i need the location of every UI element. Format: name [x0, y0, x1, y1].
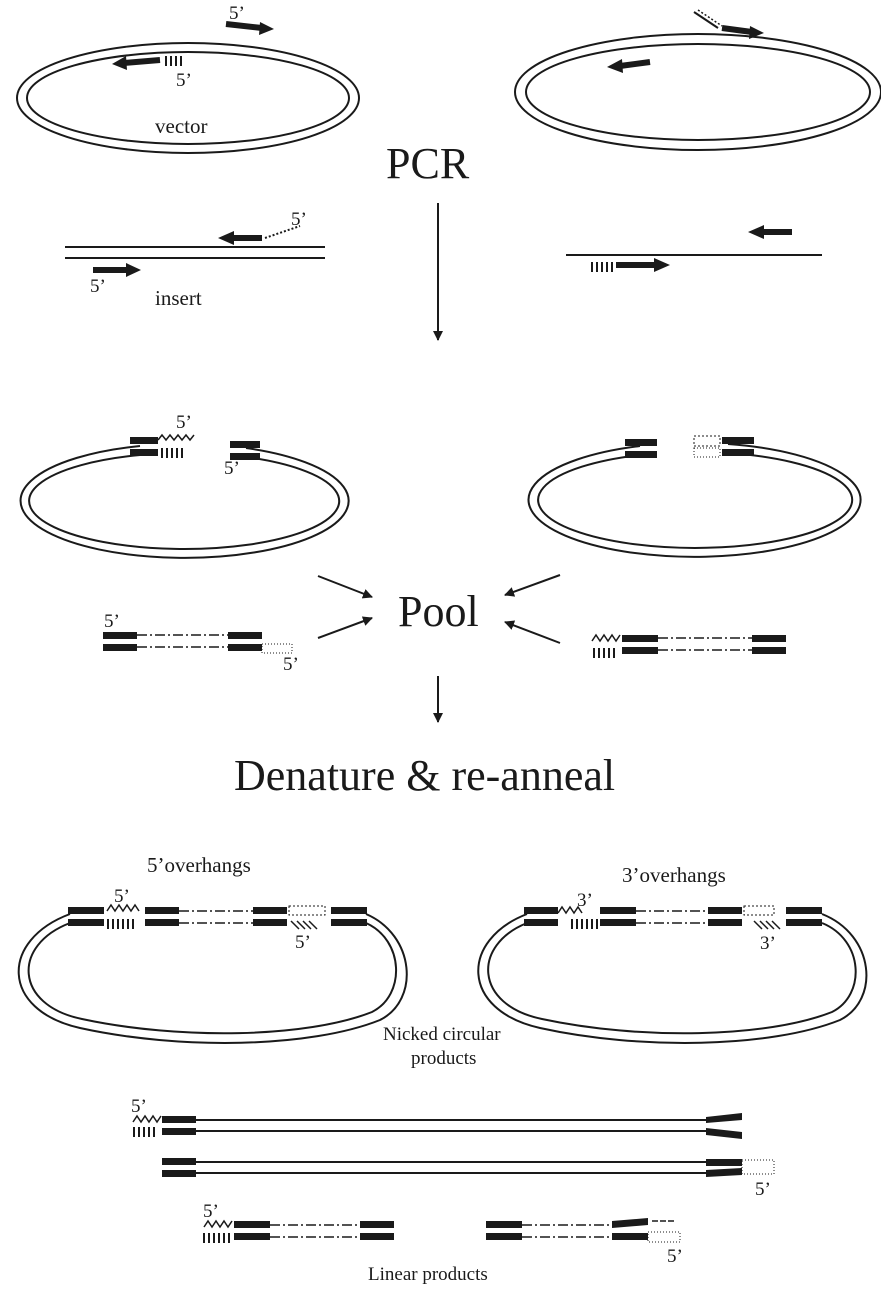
linear-products-label: Linear products: [368, 1264, 488, 1285]
linear-product-short-right: [486, 1218, 681, 1243]
nicked-circular-label: products: [411, 1048, 476, 1069]
primer-forward-arrow: [93, 263, 141, 277]
nicked-circular-label: Nicked circular: [383, 1024, 501, 1045]
five-prime-label: 5’: [90, 276, 106, 297]
primer-reverse-arrow: [748, 225, 792, 239]
five-prime-label: 5’: [283, 654, 299, 675]
insert-label: insert: [155, 286, 202, 310]
pcr-product-vector-left: [19, 433, 350, 559]
insert-dna-left: [65, 246, 325, 259]
nicked-circular-product-right: [477, 905, 868, 1044]
three-prime-label: 3’: [577, 890, 593, 911]
five-prime-label: 5’: [114, 886, 130, 907]
vector-label: vector: [155, 114, 207, 138]
flow-arrow: [504, 574, 561, 597]
primer-reverse-arrow: [112, 56, 182, 70]
nicked-circular-product-left: [17, 903, 408, 1044]
three-prime-label: 3’: [760, 933, 776, 954]
overhangs-3-label: 3’overhangs: [622, 863, 726, 887]
vector-plasmid-left: [16, 42, 360, 154]
five-prime-label: 5’: [104, 611, 120, 632]
overhangs-5-label: 5’overhangs: [147, 853, 251, 877]
primer-forward-arrow: [225, 21, 274, 35]
pcr-product-insert-right: [591, 633, 786, 658]
five-prime-label: 5’: [295, 932, 311, 953]
flow-arrow: [317, 575, 373, 599]
flow-arrow: [317, 616, 373, 639]
pcr-label: PCR: [386, 139, 470, 188]
five-prime-label: 5’: [755, 1179, 771, 1200]
pcr-product-vector-right: [527, 435, 862, 558]
primer-forward-arrow: [693, 9, 764, 39]
linear-product-long-1: [132, 1113, 742, 1139]
pcr-product-insert-left: [103, 632, 293, 654]
five-prime-label: 5’: [176, 70, 192, 91]
five-prime-label: 5’: [291, 209, 307, 230]
five-prime-label: 5’: [176, 412, 192, 433]
five-prime-label: 5’: [203, 1201, 219, 1222]
linear-product-long-2: [162, 1158, 775, 1177]
linear-product-short-left: [203, 1219, 394, 1243]
denature-label: Denature & re-anneal: [234, 751, 615, 800]
pool-label: Pool: [398, 587, 479, 636]
five-prime-label: 5’: [224, 458, 240, 479]
primer-reverse-arrow: [218, 225, 301, 245]
primer-reverse-arrow: [607, 59, 651, 73]
vector-plasmid-right: [514, 33, 881, 151]
five-prime-label: 5’: [229, 3, 245, 24]
flow-arrow: [504, 620, 561, 644]
primer-forward-arrow: [591, 258, 670, 272]
five-prime-label: 5’: [667, 1246, 683, 1267]
five-prime-label: 5’: [131, 1096, 147, 1117]
